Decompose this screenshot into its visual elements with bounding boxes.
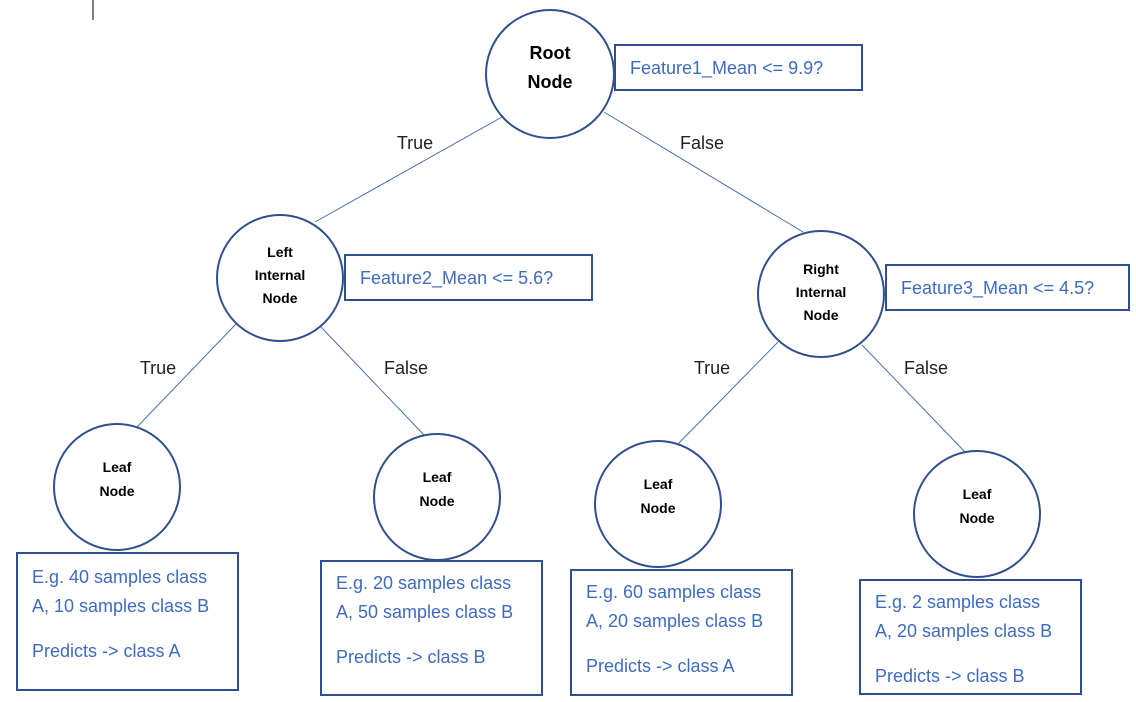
leaf-info-line2: A, 10 samples class B: [32, 596, 209, 616]
leaf-node: Leaf Node: [373, 433, 501, 561]
leaf-prediction: Predicts -> class B: [875, 666, 1025, 686]
root-condition-box: Feature1_Mean <= 9.9?: [614, 44, 863, 91]
leaf-node-label-line2: Node: [100, 483, 135, 499]
leaf-info-line1: E.g. 40 samples class: [32, 567, 207, 587]
left-internal-label-line2: Internal: [255, 267, 306, 283]
right-condition-box: Feature3_Mean <= 4.5?: [885, 264, 1130, 311]
root-node-label-line2: Node: [528, 72, 573, 92]
leaf-info-box: E.g. 40 samples class A, 10 samples clas…: [16, 552, 239, 691]
leaf-node: Leaf Node: [594, 440, 722, 568]
root-node-label-line1: Root: [530, 43, 571, 63]
edge-left-leaf2: [320, 326, 425, 436]
edge-label-right-true: True: [694, 358, 730, 378]
right-internal-label-line2: Internal: [796, 284, 847, 300]
left-internal-node: Left Internal Node: [216, 214, 344, 342]
edge-right-leaf4: [861, 344, 966, 453]
right-condition-text: Feature3_Mean <= 4.5?: [901, 278, 1094, 299]
leaf-info-line1: E.g. 20 samples class: [336, 573, 511, 593]
edge-root-right: [603, 111, 804, 233]
leaf-node-label-line1: Leaf: [644, 476, 673, 492]
leaf-node: Leaf Node: [913, 450, 1041, 578]
leaf-node-label-line2: Node: [641, 500, 676, 516]
right-internal-label-line1: Right: [803, 261, 839, 277]
leaf-info-line1: E.g. 2 samples class: [875, 592, 1040, 612]
leaf-info-line2: A, 20 samples class B: [586, 611, 763, 631]
left-internal-label-line1: Left: [267, 244, 293, 260]
left-internal-label-line3: Node: [263, 290, 298, 306]
leaf-info-line1: E.g. 60 samples class: [586, 582, 761, 602]
edge-left-leaf1: [136, 323, 237, 428]
leaf-info-box: E.g. 60 samples class A, 20 samples clas…: [570, 569, 793, 696]
root-condition-text: Feature1_Mean <= 9.9?: [630, 58, 823, 79]
leaf-info-box: E.g. 2 samples class A, 20 samples class…: [859, 579, 1082, 695]
leaf-node-label-line1: Leaf: [963, 486, 992, 502]
edge-label-left-false: False: [384, 358, 428, 378]
edge-root-left: [314, 116, 503, 223]
leaf-node-label-line1: Leaf: [103, 459, 132, 475]
leaf-node-label-line2: Node: [960, 510, 995, 526]
leaf-info-line2: A, 50 samples class B: [336, 602, 513, 622]
left-condition-box: Feature2_Mean <= 5.6?: [344, 254, 593, 301]
edge-right-leaf3: [677, 341, 779, 445]
right-internal-label-line3: Node: [804, 307, 839, 323]
leaf-prediction: Predicts -> class B: [336, 647, 486, 667]
right-internal-node: Right Internal Node: [757, 230, 885, 358]
leaf-info-box: E.g. 20 samples class A, 50 samples clas…: [320, 560, 543, 696]
leaf-node-label-line1: Leaf: [423, 469, 452, 485]
leaf-info-line2: A, 20 samples class B: [875, 621, 1052, 641]
edge-label-root-false: False: [680, 133, 724, 153]
leaf-prediction: Predicts -> class A: [586, 656, 735, 676]
leaf-node-label-line2: Node: [420, 493, 455, 509]
left-condition-text: Feature2_Mean <= 5.6?: [360, 268, 553, 289]
edge-label-root-true: True: [397, 133, 433, 153]
edge-label-right-false: False: [904, 358, 948, 378]
leaf-prediction: Predicts -> class A: [32, 641, 181, 661]
edge-label-left-true: True: [140, 358, 176, 378]
root-node: Root Node: [485, 9, 615, 139]
leaf-node: Leaf Node: [53, 423, 181, 551]
